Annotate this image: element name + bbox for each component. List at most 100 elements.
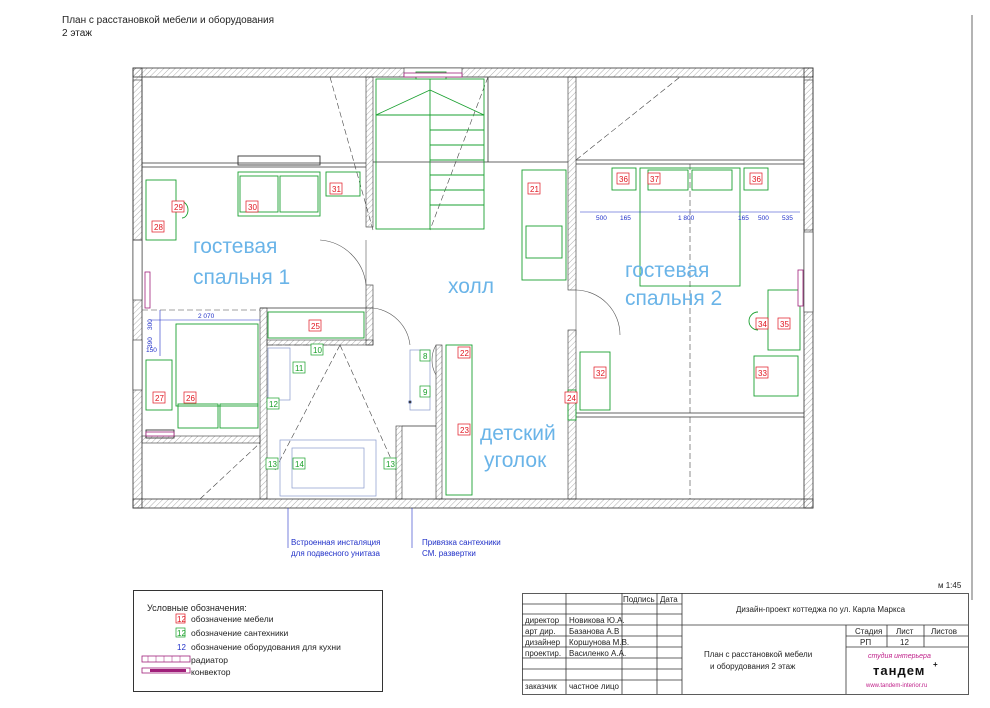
tag-23: 23 — [457, 423, 471, 436]
stamp-sign-header: Подпись — [623, 595, 655, 604]
svg-text:23: 23 — [460, 426, 469, 435]
dashed-lines — [142, 76, 691, 500]
ptag-9: 9 — [419, 385, 431, 398]
tag-28: 28 — [151, 220, 165, 233]
tag-26: 26 — [183, 391, 197, 404]
dim-500a: 500 — [596, 215, 607, 222]
radiators — [144, 72, 804, 437]
dim-300: 300 — [147, 319, 154, 330]
stamp-r1-role: директор — [525, 616, 560, 625]
dim-150: 150 — [146, 347, 157, 354]
room-guest2-l1: гостевая — [625, 259, 709, 282]
svg-text:35: 35 — [780, 320, 789, 329]
legend-plumbing-text: обозначение сантехники — [191, 628, 289, 638]
note-plumb-line1: Привязка сантехники — [422, 538, 501, 547]
svg-text:25: 25 — [311, 322, 320, 331]
svg-text:8: 8 — [423, 352, 428, 361]
svg-text:14: 14 — [295, 460, 304, 469]
doors — [319, 239, 621, 376]
tag-25: 25 — [308, 319, 322, 332]
legend-title: Условные обозначения: — [147, 603, 247, 613]
svg-text:26: 26 — [186, 394, 195, 403]
svg-text:13: 13 — [386, 460, 395, 469]
drawing-title: План с расстановкой мебели и оборудовани… — [62, 14, 274, 40]
svg-text:28: 28 — [154, 223, 163, 232]
stamp-sheets-header: Листов — [931, 627, 957, 636]
svg-text:36: 36 — [619, 175, 628, 184]
stamp-r3-role: дизайнер — [525, 638, 561, 647]
legend-kitchen-num: 12 — [177, 643, 186, 652]
note-plumb-line2: СМ. развертки — [422, 549, 476, 558]
stamp-r4-role: проектир. — [525, 649, 561, 658]
stamp-r4-name: Василенко А.А. — [569, 649, 626, 658]
title-block: Подпись Дата директор Новикова Ю.А. арт … — [522, 593, 969, 695]
svg-text:30: 30 — [248, 203, 257, 212]
logo-name: тандем — [873, 663, 925, 678]
tag-35: 35 — [777, 317, 791, 330]
legend-box — [133, 590, 383, 692]
dimension-lines — [150, 211, 800, 356]
svg-text:22: 22 — [460, 349, 469, 358]
note-leaders — [287, 508, 413, 548]
scale-label: м 1:45 — [938, 581, 962, 590]
svg-text:31: 31 — [332, 185, 341, 194]
svg-text:12: 12 — [269, 400, 278, 409]
stamp-sheet-header: Лист — [896, 627, 914, 636]
svg-text:27: 27 — [155, 394, 164, 403]
ptag-11: 11 — [292, 361, 306, 374]
ptag-13b: 13 — [383, 457, 397, 470]
dim-390: 390 — [147, 337, 154, 348]
legend-furniture-num: 12 — [177, 615, 186, 624]
stamp-sheet: 12 — [900, 638, 909, 647]
tag-30: 30 — [245, 200, 259, 213]
plumbing-tags: 8 9 10 11 12 13 13 14 — [265, 343, 431, 470]
legend-furniture-text: обозначение мебели — [191, 614, 274, 624]
room-guest1-l2: спальня 1 — [193, 266, 290, 289]
dim-535: 535 — [782, 215, 793, 222]
ptag-14: 14 — [292, 457, 306, 470]
svg-text:34: 34 — [758, 320, 767, 329]
note-install-line1: Встроенная инсталяция — [291, 538, 381, 547]
dim-165a: 165 — [620, 215, 631, 222]
stairs — [375, 71, 485, 230]
svg-text:37: 37 — [650, 175, 659, 184]
ptag-13a: 13 — [265, 457, 279, 470]
room-kids-l2: уголок — [484, 449, 547, 472]
tag-37: 37 — [647, 172, 661, 185]
svg-text:33: 33 — [758, 369, 767, 378]
stamp-date-header: Дата — [660, 595, 678, 604]
dim-500b: 500 — [758, 215, 769, 222]
radiator-symbol — [141, 655, 191, 663]
tag-22: 22 — [457, 346, 471, 359]
tag-32: 32 — [593, 366, 607, 379]
title-line-2: 2 этаж — [62, 28, 92, 39]
room-labels: гостевая спальня 1 холл гостевая спальня… — [193, 235, 722, 472]
legend-convector-text: конвектор — [191, 667, 231, 677]
tag-29: 29 — [171, 200, 185, 213]
svg-text:29: 29 — [174, 203, 183, 212]
logo-url: www.tandem-interior.ru — [865, 683, 927, 689]
tag-36b: 36 — [749, 172, 763, 185]
furniture-tags: 21 23 24 25 26 27 28 29 30 31 32 33 34 3… — [151, 172, 791, 436]
svg-text:9: 9 — [423, 388, 428, 397]
dim-165b: 165 — [738, 215, 749, 222]
stamp-project: Дизайн-проект коттеджа по ул. Карла Марк… — [736, 605, 906, 614]
dim-2070: 2 070 — [198, 313, 215, 320]
dimension-texts: 500 165 1 800 165 500 535 2 070 300 390 … — [146, 215, 793, 354]
legend-symbols: 12 12 12 — [141, 613, 191, 674]
room-hall: холл — [448, 275, 494, 298]
svg-text:+: + — [933, 660, 938, 669]
stamp-desc-line2: и оборудования 2 этаж — [710, 662, 796, 671]
ptag-10: 10 — [310, 343, 324, 356]
svg-text:21: 21 — [530, 185, 539, 194]
stamp-r5-name: частное лицо — [569, 682, 619, 691]
tag-31: 31 — [329, 182, 343, 195]
svg-text:32: 32 — [596, 369, 605, 378]
studio-logo: студия интерьера тандем + www.tandem-int… — [865, 652, 938, 689]
svg-text:13: 13 — [268, 460, 277, 469]
title-line-1: План с расстановкой мебели и оборудовани… — [62, 15, 275, 26]
tag-36a: 36 — [616, 172, 630, 185]
legend-plumbing-num: 12 — [177, 629, 186, 638]
